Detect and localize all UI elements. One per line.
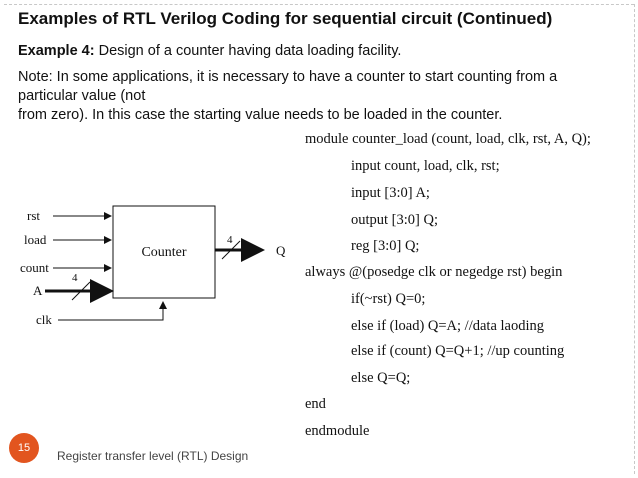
count-label: count (20, 260, 49, 275)
code-line: always @(posedge clk or negedge rst) beg… (305, 264, 563, 280)
note-line-1: Note: In some applications, it is necess… (18, 69, 558, 85)
clk-label: clk (36, 312, 52, 327)
slide-title: Examples of RTL Verilog Coding for seque… (18, 9, 553, 28)
footer-text: Register transfer level (RTL) Design (57, 449, 249, 463)
code-line: endmodule (305, 423, 370, 439)
a-bus-slash (71, 281, 91, 301)
code-line: end (305, 396, 326, 412)
page-number-badge: 15 (9, 433, 39, 463)
code-line: output [3:0] Q; (351, 212, 438, 228)
code-line: else if (load) Q=A; //data laoding (351, 318, 544, 334)
code-line: else if (count) Q=Q+1; //up counting (351, 343, 565, 359)
q-label: Q (276, 243, 286, 258)
note-paragraph: Note: In some applications, it is necess… (18, 68, 618, 125)
q-bus-width: 4 (227, 234, 233, 246)
q-bus-slash (221, 240, 241, 260)
note-line-2: particular value (not (18, 88, 146, 104)
code-line: reg [3:0] Q; (351, 238, 420, 254)
load-label: load (24, 232, 47, 247)
example-text: Design of a counter having data loading … (94, 43, 402, 59)
a-label: A (33, 283, 43, 298)
slide-border-top (4, 4, 634, 5)
code-line: module counter_load (count, load, clk, r… (305, 131, 591, 147)
code-line: input [3:0] A; (351, 185, 430, 201)
note-line-3: from zero). In this case the starting va… (18, 107, 503, 123)
rst-label: rst (27, 208, 40, 223)
a-bus-width: 4 (72, 272, 78, 284)
code-line: else Q=Q; (351, 370, 411, 386)
code-line: if(~rst) Q=0; (351, 291, 426, 307)
example-label: Example 4: (18, 43, 95, 59)
slide-border-right (634, 4, 635, 474)
clk-wire (58, 301, 167, 321)
example-line: Example 4: Design of a counter having da… (18, 43, 401, 59)
counter-label: Counter (141, 245, 186, 260)
code-line: input count, load, clk, rst; (351, 158, 500, 174)
counter-block (112, 205, 216, 299)
